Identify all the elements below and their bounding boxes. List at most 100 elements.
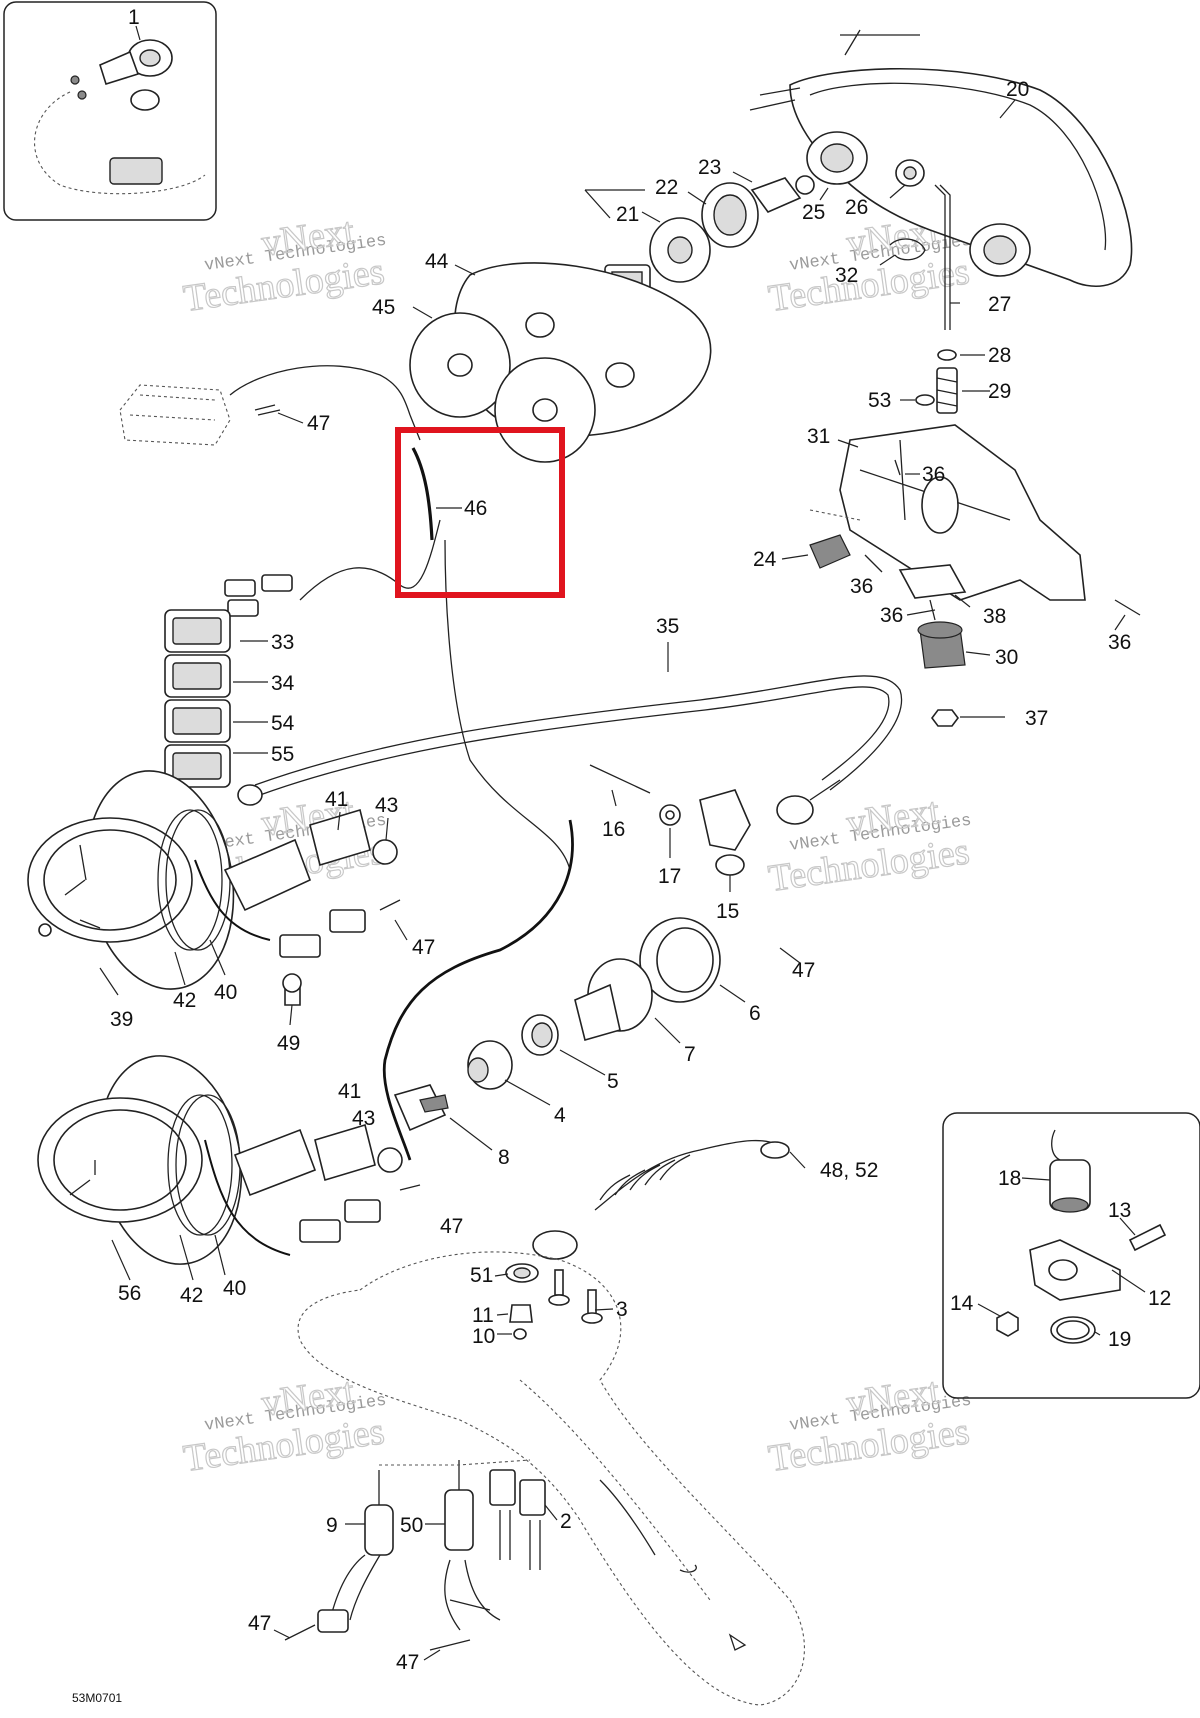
part-screw-13 bbox=[1128, 1223, 1167, 1252]
callout-label: 25 bbox=[802, 201, 825, 224]
part-switches-33-34-54-55 bbox=[164, 609, 231, 788]
part-nut-51 bbox=[505, 1263, 539, 1283]
part-bulb-23 bbox=[750, 175, 815, 213]
part-nut-43b bbox=[377, 1147, 403, 1173]
callout-label: 31 bbox=[807, 425, 830, 448]
part-highlighted-wire-46 bbox=[411, 447, 434, 541]
part-bulb-socket-21 bbox=[584, 189, 711, 283]
part-nut-43 bbox=[372, 839, 398, 865]
callout-label: 36 bbox=[1108, 631, 1131, 654]
part-connectors-33 bbox=[224, 574, 293, 617]
part-boot-4 bbox=[467, 1040, 513, 1090]
part-washer-53 bbox=[915, 394, 935, 406]
part-knob-30 bbox=[917, 621, 966, 669]
part-ignition-harness bbox=[34, 39, 206, 195]
part-switches-2 bbox=[489, 1469, 546, 1570]
part-wire-40b bbox=[204, 1139, 291, 1256]
part-console-outline bbox=[297, 1251, 805, 1706]
callout-label: 56 bbox=[118, 1282, 141, 1305]
callout-label: 13 bbox=[1108, 1199, 1131, 1222]
callout-label: 39 bbox=[110, 1008, 133, 1031]
callout-label: 42 bbox=[180, 1284, 203, 1307]
inset-box-ignition bbox=[3, 1, 217, 221]
callout-label: 36 bbox=[850, 575, 873, 598]
callout-label: 16 bbox=[602, 818, 625, 841]
callout-label: 7 bbox=[684, 1043, 696, 1066]
callout-label: 47 bbox=[792, 959, 815, 982]
callout-label: 32 bbox=[835, 264, 858, 287]
part-connectors-gauge1 bbox=[279, 909, 366, 958]
callout-label: 41 bbox=[325, 788, 348, 811]
callout-label: 8 bbox=[498, 1146, 510, 1169]
callout-label: 54 bbox=[271, 712, 295, 735]
callout-label: 17 bbox=[658, 865, 681, 888]
callout-label: 30 bbox=[995, 646, 1018, 669]
callout-label: 37 bbox=[1025, 707, 1048, 730]
callout-label: 27 bbox=[988, 293, 1011, 316]
callout-label: 23 bbox=[698, 156, 721, 179]
callout-label: 5 bbox=[607, 1070, 619, 1093]
callout-label: 48, 52 bbox=[820, 1159, 878, 1182]
part-spring-29 bbox=[936, 367, 958, 414]
callout-label: 47 bbox=[396, 1651, 419, 1674]
part-rod-27 bbox=[934, 184, 951, 330]
callout-label: 53 bbox=[868, 389, 891, 412]
callout-label: 50 bbox=[400, 1514, 423, 1537]
callout-label: 14 bbox=[950, 1292, 974, 1315]
callout-label: 47 bbox=[440, 1215, 463, 1238]
part-module-box bbox=[119, 384, 231, 446]
callout-label: 49 bbox=[277, 1032, 300, 1055]
part-gauge-39 bbox=[27, 770, 235, 990]
part-connector-6 bbox=[639, 917, 721, 1003]
callout-label: 44 bbox=[425, 250, 449, 273]
part-cable-end bbox=[776, 779, 841, 825]
part-bolts-3 bbox=[548, 1269, 603, 1324]
callout-label: 6 bbox=[749, 1002, 761, 1025]
part-ring-5 bbox=[521, 1014, 559, 1056]
callout-label: 36 bbox=[922, 463, 945, 486]
part-terminals-47-bottom bbox=[284, 1599, 491, 1651]
callout-label: 2 bbox=[560, 1510, 572, 1533]
callout-label: 43 bbox=[352, 1107, 375, 1130]
part-terminal-47 bbox=[254, 404, 421, 1191]
part-rod-16 bbox=[589, 764, 651, 794]
callout-label: 1 bbox=[128, 6, 140, 29]
callout-label: 12 bbox=[1148, 1287, 1171, 1310]
part-key-8 bbox=[393, 1084, 449, 1132]
callout-label: 36 bbox=[880, 604, 903, 627]
part-switch-7 bbox=[574, 958, 653, 1041]
callout-label: 43 bbox=[375, 794, 398, 817]
part-clip-32 bbox=[889, 238, 926, 261]
part-clip-24 bbox=[809, 534, 851, 569]
callout-label: 22 bbox=[655, 176, 678, 199]
callout-label: 15 bbox=[716, 900, 739, 923]
part-bracket-41 bbox=[223, 808, 371, 912]
part-washer-17 bbox=[659, 804, 681, 826]
callout-label: 42 bbox=[173, 989, 196, 1012]
part-nut-37 bbox=[931, 709, 959, 727]
callout-label: 18 bbox=[998, 1167, 1021, 1190]
callout-label: 51 bbox=[470, 1264, 493, 1287]
part-lens-22 bbox=[701, 182, 759, 248]
part-plate-38 bbox=[898, 564, 967, 599]
part-bracket-31 bbox=[809, 424, 1086, 601]
part-lanyard-48-52 bbox=[532, 1139, 790, 1260]
part-grommet-11 bbox=[509, 1304, 533, 1323]
part-grommet-26 bbox=[895, 159, 925, 187]
part-bulb-49 bbox=[282, 973, 302, 1006]
part-fitting-15 bbox=[699, 789, 751, 876]
callout-label: 26 bbox=[845, 196, 868, 219]
part-gauge-56 bbox=[37, 1055, 243, 1265]
callout-label: 11 bbox=[472, 1304, 494, 1327]
callout-label: 45 bbox=[372, 296, 395, 319]
callout-label: 47 bbox=[248, 1612, 271, 1635]
part-sensor-50 bbox=[444, 1460, 501, 1631]
part-lens-45 bbox=[409, 312, 596, 463]
part-bracket-41b bbox=[233, 1123, 376, 1197]
part-black-harness bbox=[382, 819, 574, 1161]
callout-label: 47 bbox=[307, 412, 330, 435]
highlight-box-part-46 bbox=[395, 427, 565, 598]
callout-label: 3 bbox=[616, 1298, 628, 1321]
callout-label: 38 bbox=[983, 605, 1006, 628]
